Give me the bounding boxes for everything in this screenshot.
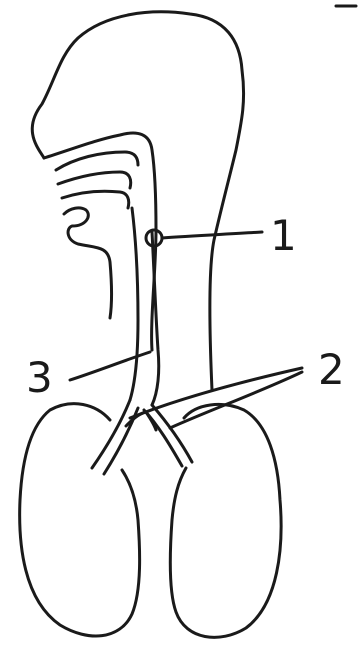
label-2: 2 (318, 345, 345, 394)
tongue-line-upper (56, 152, 138, 170)
label-1: 1 (270, 211, 297, 260)
leader-line-1 (162, 232, 262, 238)
tongue-line-middle (58, 172, 131, 188)
leader-line-2-right (170, 372, 302, 428)
right-bronchus-outer (152, 405, 192, 462)
leader-line-3 (70, 352, 150, 380)
left-lung (20, 404, 140, 636)
label-3: 3 (26, 353, 53, 402)
jaw-outline (64, 208, 112, 318)
pharynx-inner (130, 208, 138, 400)
right-lung (170, 404, 281, 637)
tongue-line-lower (62, 191, 129, 208)
